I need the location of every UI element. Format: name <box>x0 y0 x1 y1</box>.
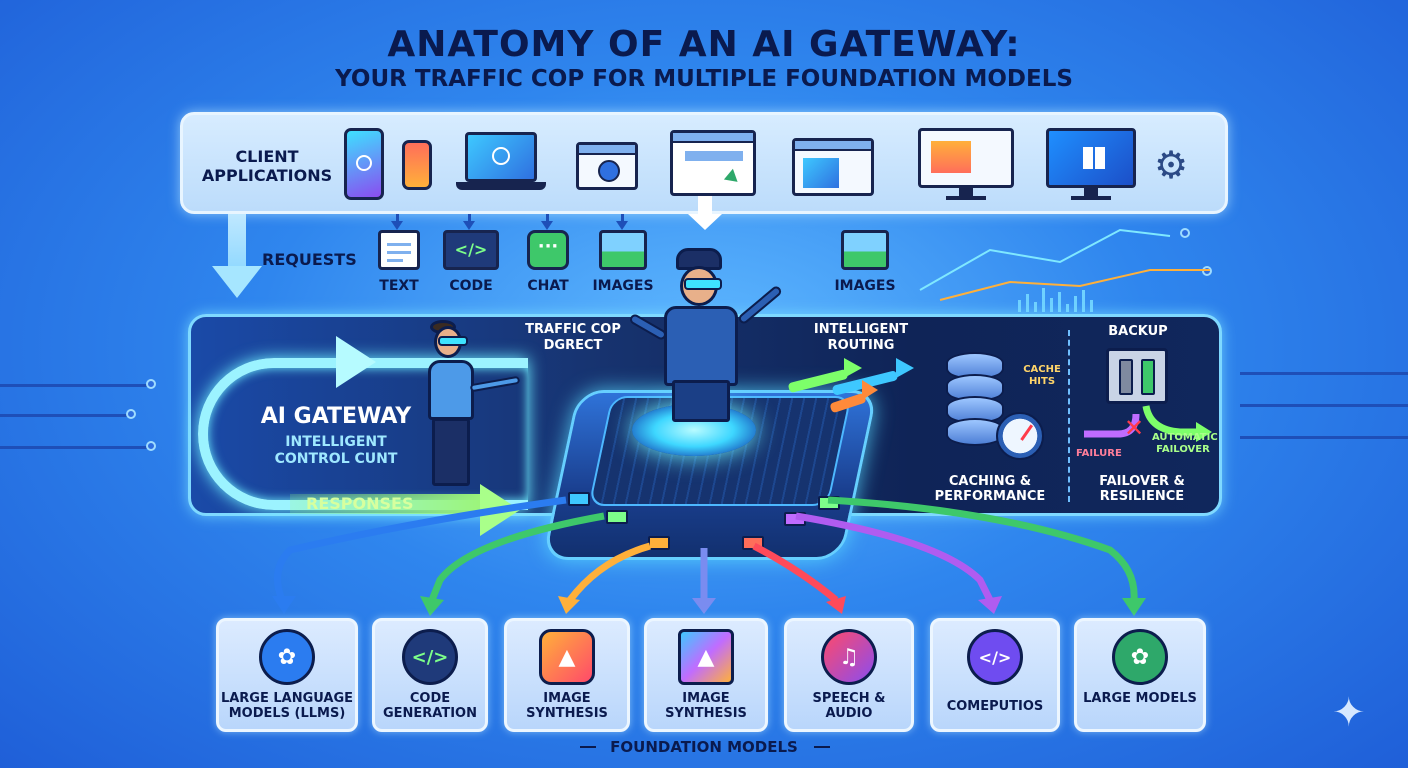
model-label: SPEECH & AUDIO <box>812 691 886 721</box>
automatic-failover-label: AUTOMATIC FAILOVER <box>1152 432 1218 455</box>
request-images-label: IMAGES <box>592 278 654 294</box>
failure-x-icon: ✕ <box>1124 414 1145 442</box>
failure-label: FAILURE <box>1076 448 1122 459</box>
model-label: IMAGE SYNTHESIS <box>665 691 747 721</box>
model-card-large-models: ✿ LARGE MODELS <box>1074 618 1206 732</box>
code-brackets-icon: </> <box>402 629 458 685</box>
gateway-subtitle: INTELLIGENT CONTROL CUNT <box>274 434 398 467</box>
requests-label: REQUESTS <box>262 250 357 269</box>
image-icon: ▲ <box>539 629 595 685</box>
browser-globe-icon <box>576 142 638 190</box>
request-chat: ··· CHAT <box>520 214 576 294</box>
cache-hits-label: CACHE HITS <box>1023 364 1061 387</box>
model-label: IMAGE SYNTHESIS <box>526 691 608 721</box>
section-divider <box>580 746 596 748</box>
document-icon <box>378 230 420 270</box>
landscape-image-icon <box>599 230 647 270</box>
hub-port <box>606 510 628 524</box>
smartphone-icon <box>344 128 384 200</box>
image-gradient-icon: ▲ <box>678 629 734 685</box>
desktop-monitor-icon <box>918 128 1014 204</box>
model-label: COMEPUTIOS <box>946 699 1044 714</box>
loop-arrow-head-icon <box>336 336 376 388</box>
request-text: TEXT <box>374 214 424 294</box>
laptop-icon <box>456 132 546 198</box>
foundation-models-label: FOUNDATION MODELS <box>610 738 798 756</box>
traffic-cop-label: TRAFFIC COP DGRECT <box>525 322 621 353</box>
request-flow-arrow <box>228 214 246 272</box>
failover-resilience-label: FAILOVER & RESILIENCE <box>1099 474 1185 504</box>
speed-gauge-icon <box>996 412 1044 460</box>
request-code: </> CODE <box>442 214 500 294</box>
code-chip-icon: </> <box>967 629 1023 685</box>
settings-gear-icon: ⚙ <box>1153 143 1189 187</box>
request-flow-arrow-head <box>212 266 262 298</box>
database-icon <box>946 352 1004 452</box>
responses-label: RESPONSES <box>306 494 414 513</box>
model-card-image-synthesis: ▲ IMAGE SYNTHESIS <box>504 618 630 732</box>
request-images-right: IMAGES <box>834 230 896 294</box>
model-label: CODE GENERATION <box>382 691 477 721</box>
browser-cursor-icon <box>670 130 756 196</box>
page-subtitle: YOUR TRAFFIC COP FOR MULTIPLE FOUNDATION… <box>335 66 1073 92</box>
request-text-label: TEXT <box>379 278 419 294</box>
request-code-label: CODE <box>449 278 493 294</box>
client-applications-label: CLIENT APPLICATIONS <box>201 147 333 185</box>
model-label: LARGE MODELS <box>1083 691 1197 706</box>
request-chat-label: CHAT <box>527 278 569 294</box>
model-card-code-generation: </> CODE GENERATION <box>372 618 488 732</box>
openai-knot-icon: ✿ <box>259 629 315 685</box>
openai-knot-icon: ✿ <box>1112 629 1168 685</box>
page-title: ANATOMY OF AN AI GATEWAY: <box>387 24 1021 65</box>
intelligent-routing-label: INTELLIGENT ROUTING <box>813 322 909 353</box>
model-card-llms: ✿ LARGE LANGUAGE MODELS (LLMS) <box>216 618 358 732</box>
model-card-speech-audio: ♫ SPEECH & AUDIO <box>784 618 914 732</box>
chat-bubble-icon: ··· <box>527 230 569 270</box>
gateway-title: AI GATEWAY <box>260 404 412 429</box>
section-divider <box>1068 330 1070 502</box>
hub-port <box>568 492 590 506</box>
model-label: LARGE LANGUAGE MODELS (LLMS) <box>220 691 354 721</box>
model-card-image-synthesis-2: ▲ IMAGE SYNTHESIS <box>644 618 768 732</box>
backup-switch-icon <box>1106 348 1168 404</box>
request-images: IMAGES <box>592 214 654 294</box>
caching-performance-label: CACHING & PERFORMANCE <box>934 474 1046 504</box>
section-divider <box>814 746 830 748</box>
browser-window-icon <box>792 138 874 196</box>
request-images-right-label: IMAGES <box>834 278 896 294</box>
windows-desktop-icon <box>1046 128 1136 204</box>
landscape-image-icon <box>841 230 889 270</box>
backup-label: BACKUP <box>1108 324 1168 339</box>
model-card-computations: </> COMEPUTIOS <box>930 618 1060 732</box>
code-window-icon: </> <box>443 230 499 270</box>
mobile-phone-icon <box>402 140 432 190</box>
responses-arrow <box>290 494 482 514</box>
sparkle-icon: ✦ <box>1332 690 1366 736</box>
waveform-icon: ♫ <box>821 629 877 685</box>
